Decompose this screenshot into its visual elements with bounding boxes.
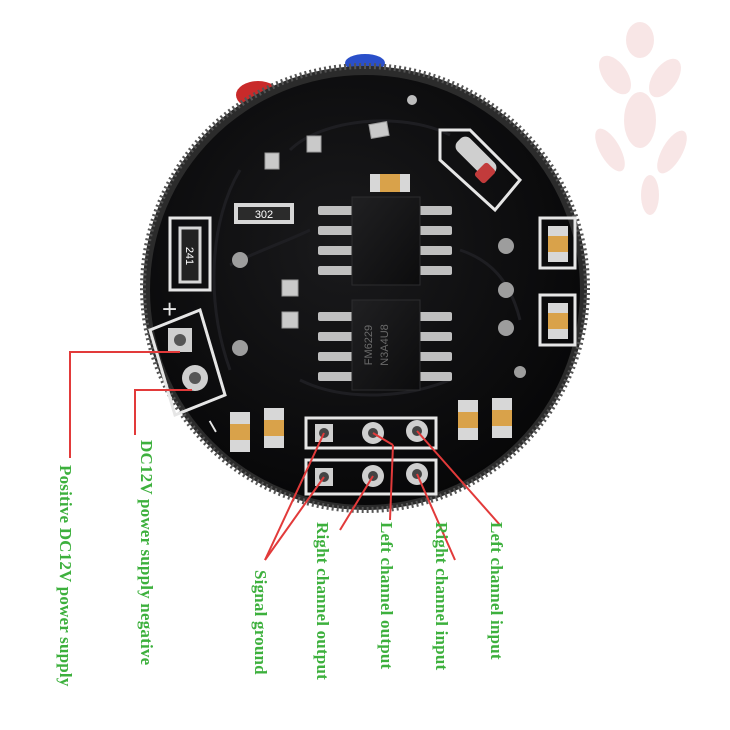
- via: [498, 238, 514, 254]
- pcb-board: [150, 75, 580, 505]
- via: [514, 366, 526, 378]
- diode-component: [438, 128, 523, 213]
- label-left-channel-output: Left channel output: [377, 522, 396, 670]
- smd-capacitor-top: [370, 174, 410, 192]
- resistor-241: 241: [168, 216, 212, 292]
- label-left-channel-input: Left channel input: [487, 522, 506, 660]
- ic-chip-lower: FM6229 N3A4U8: [318, 299, 452, 391]
- smd-pad: [306, 135, 322, 153]
- smd-capacitor-bottom-left-2: [264, 408, 284, 448]
- via: [232, 340, 248, 356]
- smd-capacitor-right-1: [538, 216, 577, 270]
- chip-marking-line2: N3A4U8: [379, 324, 391, 366]
- ic-chip-upper: [318, 196, 452, 286]
- smd-capacitor-bottom-right-1: [458, 400, 478, 440]
- smd-capacitor-bottom-right-2: [492, 398, 512, 438]
- via: [498, 282, 514, 298]
- leader-lines: [69, 351, 501, 561]
- smd-pad: [281, 311, 299, 329]
- via: [498, 320, 514, 336]
- smd-pad: [281, 279, 299, 297]
- smd-capacitor-bottom-left-1: [230, 412, 250, 452]
- watermark-flower: [595, 22, 687, 215]
- resistor-241-label: 241: [183, 247, 195, 265]
- via: [232, 252, 248, 268]
- via-top: [407, 95, 417, 105]
- power-terminal: + −: [148, 294, 230, 440]
- label-right-channel-output: Right channel output: [313, 522, 332, 680]
- plus-sign-marking: +: [162, 294, 177, 324]
- resistor-302-label: 302: [255, 209, 273, 221]
- chip-marking-line1: FM6229: [363, 325, 375, 365]
- label-negative-supply: DC12V power supply negative: [137, 440, 156, 666]
- label-right-channel-input: Right channel input: [432, 522, 451, 671]
- smd-pad: [264, 152, 280, 170]
- resistor-302: 302: [234, 203, 294, 224]
- label-signal-ground: Signal ground: [251, 570, 270, 675]
- smd-pad-top: [368, 120, 390, 140]
- smd-capacitor-right-2: [538, 293, 577, 347]
- label-positive-supply: Positive DC12V power supply: [56, 465, 75, 687]
